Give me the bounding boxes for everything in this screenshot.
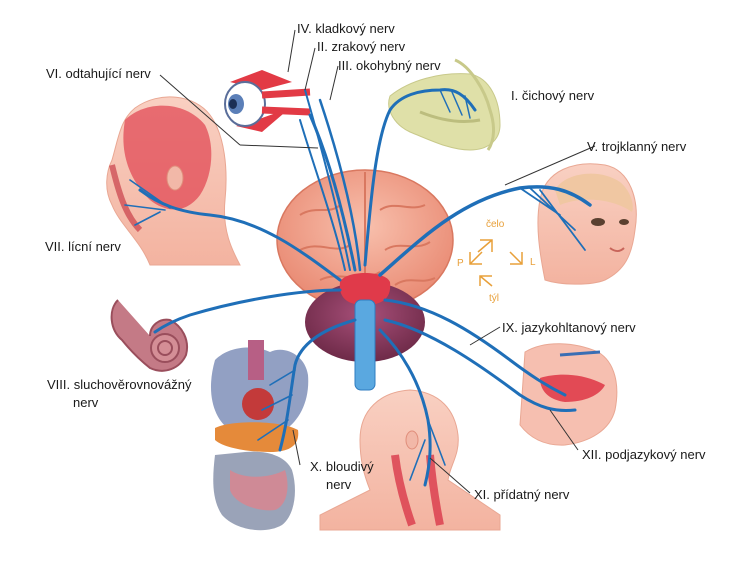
orientation-left-L: L	[530, 257, 536, 268]
orientation-front: čelo	[486, 219, 504, 230]
orientation-right-P: P	[457, 258, 464, 269]
orientation-back: týl	[489, 293, 499, 304]
label-cn10-vagus-line1: X. bloudivý	[310, 459, 374, 475]
label-cn9-glossopharyngeal: IX. jazykohltanový nerv	[502, 320, 636, 336]
label-cn12-hypoglossal: XII. podjazykový nerv	[582, 447, 706, 463]
inner-ear-illustration	[112, 300, 187, 371]
label-cn5-trigeminal: V. trojklanný nerv	[587, 139, 686, 155]
oral-cavity-illustration	[520, 344, 617, 445]
label-cn6-abducens: VI. odtahující nerv	[46, 66, 151, 82]
label-cn11-accessory: XI. přídatný nerv	[474, 487, 569, 503]
face-illustration	[538, 164, 636, 284]
label-cn10-vagus-line2: nerv	[326, 477, 351, 493]
facial-head-illustration	[107, 97, 240, 265]
brain-illustration	[277, 170, 453, 390]
label-cn2-optic: II. zrakový nerv	[317, 39, 405, 55]
orientation-compass	[470, 240, 522, 286]
label-cn7-facial: VII. lícní nerv	[45, 239, 121, 255]
label-cn3-oculomotor: III. okohybný nerv	[338, 58, 441, 74]
label-cn8-vestibulocochlear-line1: VIII. sluchověrovnovážný	[47, 377, 192, 393]
eye-illustration	[225, 70, 310, 132]
label-cn4-trochlear: IV. kladkový nerv	[297, 21, 395, 37]
label-cn8-vestibulocochlear-line2: nerv	[73, 395, 98, 411]
label-cn1-olfactory: I. čichový nerv	[511, 88, 594, 104]
